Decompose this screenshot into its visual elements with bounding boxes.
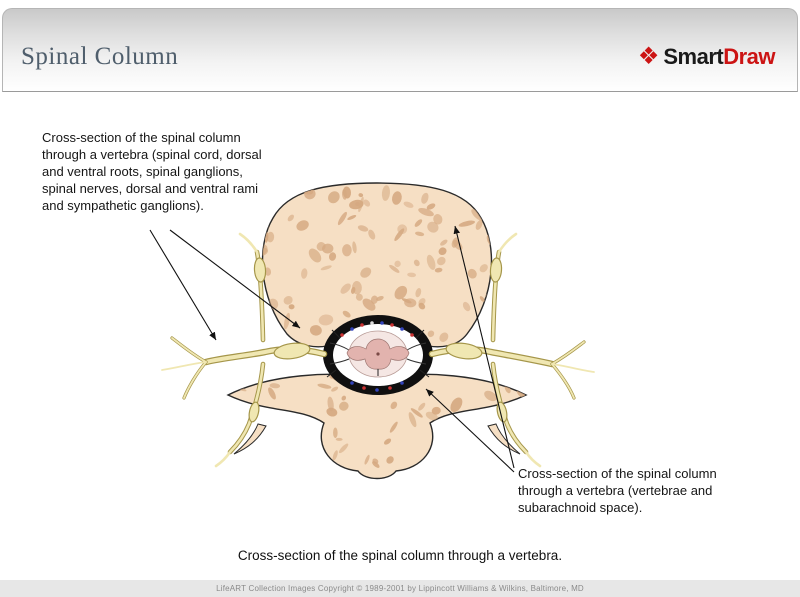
main-content: Cross-section of the spinal column throu…	[0, 92, 800, 597]
leader-arrow-left-cord	[169, 229, 301, 329]
leader-arrows	[149, 225, 515, 473]
copyright-footer: LifeART Collection Images Copyright © 19…	[0, 580, 800, 597]
sympathetic-ganglion-right-upper	[489, 257, 503, 283]
leader-arrow-right-vertebra	[453, 225, 515, 469]
annotation-spinal-cord: Cross-section of the spinal column throu…	[42, 130, 262, 213]
diagram-caption: Cross-section of the spinal column throu…	[237, 548, 563, 563]
gray-matter-butterfly	[346, 338, 410, 370]
vessel-dots	[340, 321, 414, 392]
spinal-ganglion-left	[273, 342, 311, 360]
central-canal	[376, 352, 380, 356]
inferior-process-left	[233, 423, 267, 455]
smartdraw-diamond-icon: ❖	[637, 43, 660, 70]
subarachnoid-space	[333, 324, 423, 386]
spinal-cord	[348, 330, 408, 378]
lower-vertebra	[226, 373, 528, 480]
dura-ring	[323, 315, 433, 395]
header: Spinal Column ❖ SmartDraw	[2, 8, 798, 92]
annotation-vertebrae: Cross-section of the spinal column throu…	[518, 466, 717, 515]
sympathetic-chain-left	[214, 232, 267, 468]
leader-arrow-right-subarachnoid	[425, 388, 515, 473]
page-title: Spinal Column	[21, 43, 179, 70]
vertebral-body	[261, 182, 493, 348]
logo-draw: Draw	[723, 44, 775, 69]
spinal-canal	[323, 315, 433, 395]
spinal-nerve-right	[428, 340, 595, 400]
bone-texture-speckles-lower	[228, 374, 526, 479]
inferior-process-right	[487, 423, 521, 455]
sympathetic-ganglion-left-lower	[248, 401, 260, 423]
nerve-rootlets	[329, 342, 427, 365]
logo-wordmark: SmartDraw	[663, 44, 775, 70]
denticulate-ligaments	[326, 329, 430, 378]
logo-smart: Smart	[663, 44, 724, 69]
bone-texture-speckles	[262, 183, 492, 347]
smartdraw-logo: ❖ SmartDraw	[637, 43, 776, 70]
sympathetic-ganglion-left-upper	[253, 257, 267, 283]
leader-arrow-left-nerve	[149, 229, 217, 341]
spinal-ganglion-right	[445, 342, 483, 360]
sympathetic-ganglion-right-lower	[496, 401, 508, 423]
spinal-nerve-left	[161, 336, 328, 400]
sympathetic-chain-right	[489, 232, 542, 468]
